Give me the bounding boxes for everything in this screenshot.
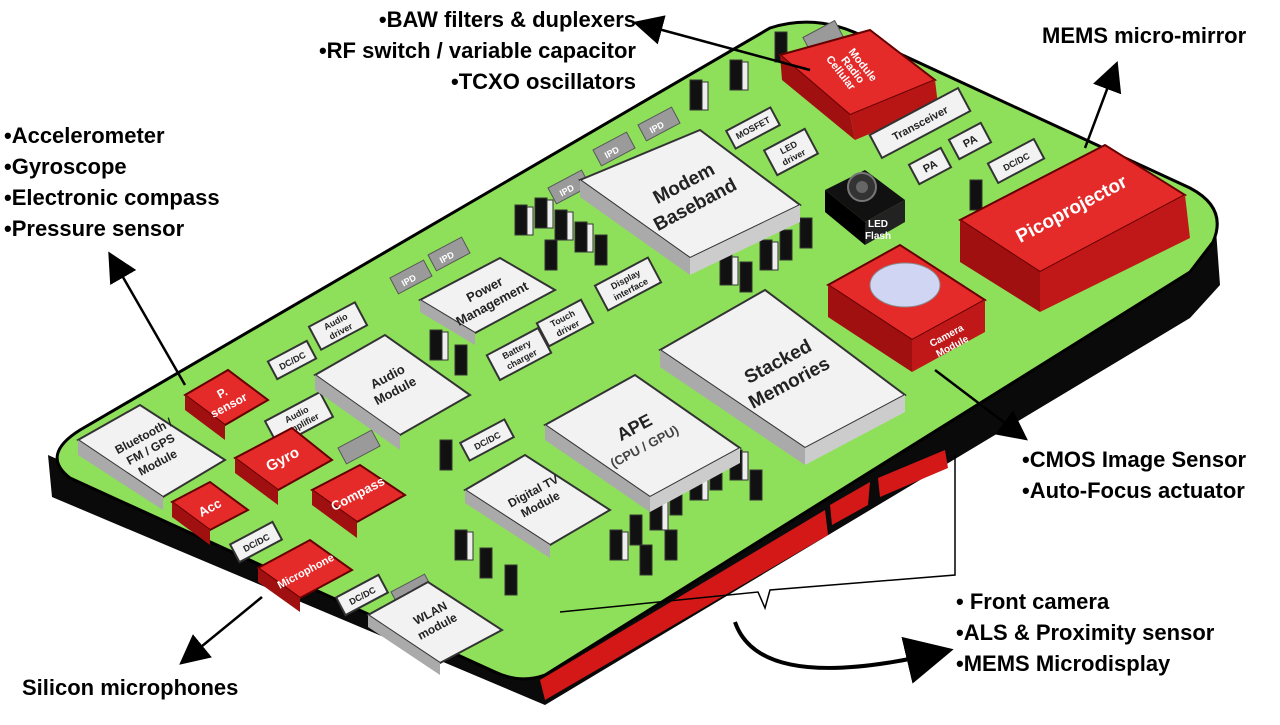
compass-sensor: Compass [310,463,407,538]
sensors-annotation: •Accelerometer •Gyroscope •Electronic co… [4,120,220,244]
front-component-strip-3 [878,450,948,497]
pressure-sensor: P. sensor [183,368,270,440]
annotation-line: MEMS micro-mirror [1042,23,1247,48]
annotation-line: •Accelerometer [4,123,165,148]
gyro-sensor: Gyro [233,426,334,505]
cmos-sensor-annotation: •CMOS Image Sensor •Auto-Focus actuator [1022,444,1246,506]
silicon-microphones-annotation: Silicon microphones [22,672,238,703]
power-management-chip: Power Management [417,256,558,345]
annotation-line: •MEMS Microdisplay [956,651,1171,676]
annotation-line: •Pressure sensor [4,216,185,241]
rf-components-annotation: •BAW filters & duplexers •RF switch / va… [238,4,636,97]
bluetooth-fm-gps-module: Bluetooth / FM / GPS Module [76,403,227,510]
annotation-line: •CMOS Image Sensor [1022,447,1247,472]
stacked-memories-chip: Stacked Memories [658,288,907,465]
annotation-line: •TCXO oscillators [451,69,636,94]
annotation-line: •BAW filters & duplexers [378,7,636,32]
board-top [55,20,1219,681]
annotation-line: •RF switch / variable capacitor [318,38,636,63]
front-component-strip [540,510,828,700]
modem-baseband-chip: Modem Baseband [577,128,802,275]
front-component-strip-2 [830,482,870,525]
mems-micromirror-annotation: MEMS micro-mirror [1042,20,1246,51]
annotation-line: •ALS & Proximity sensor [956,620,1215,645]
annotation-line: •Electronic compass [4,185,220,210]
small-white-chips [228,86,1046,617]
annotation-line: • Front camera [956,589,1110,614]
ape-cpu-gpu-chip: APE (CPU / GPU) [543,373,742,512]
front-camera-annotation: • Front camera •ALS & Proximity sensor •… [956,586,1214,679]
accelerometer: Acc [170,480,250,545]
led-flash: LED Flash [825,170,905,245]
annotation-line: •Auto-Focus actuator [1022,478,1245,503]
digital-tv-module: Digital TV Module [463,453,612,558]
wlan-module: WLAN module [366,580,504,675]
svg-text:LED: LED [868,219,888,230]
cellular-radio-module: Cellular Radio Module [777,28,938,140]
svg-text:Flash: Flash [865,231,891,242]
picoprojector: Picoprojector [958,143,1190,312]
callout-arrows [108,15,1122,684]
annotation-line: •Gyroscope [4,154,127,179]
audio-module: Audio Module [313,333,472,450]
annotation-line: Silicon microphones [22,675,239,700]
